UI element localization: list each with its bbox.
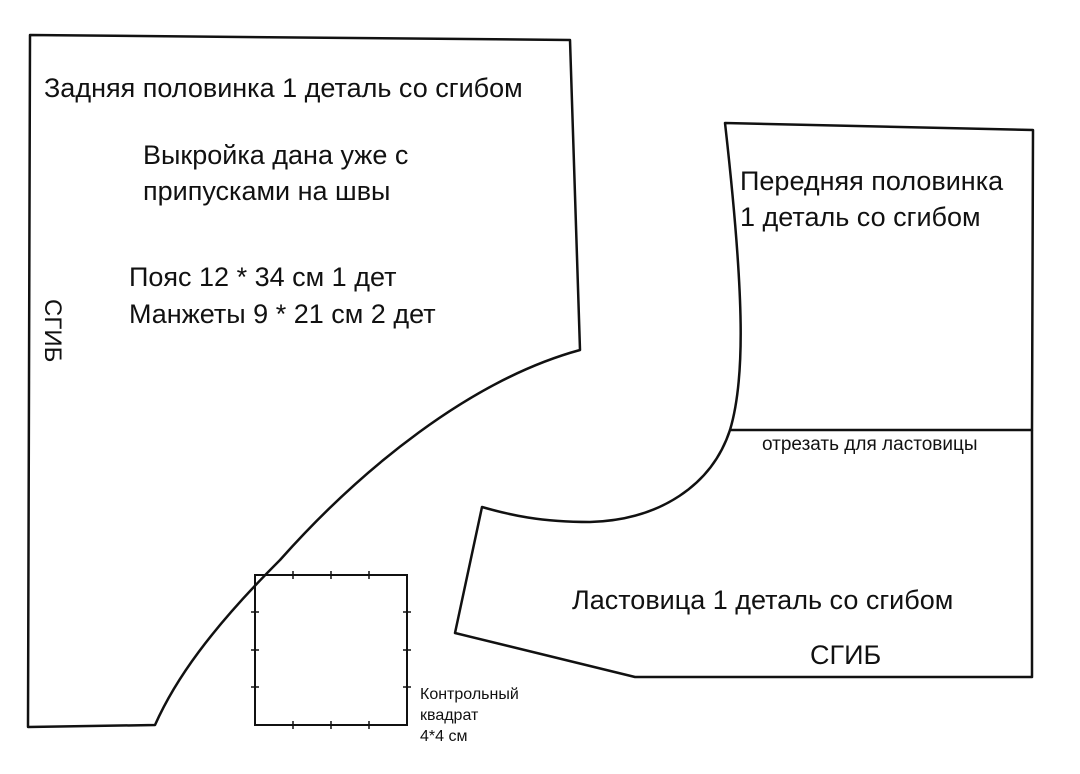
- front-piece-title-line1: Передняя половинка: [740, 166, 1004, 196]
- cuffs-spec: Манжеты 9 * 21 см 2 дет: [129, 299, 436, 329]
- back-piece-outline: [26, 33, 582, 729]
- gusset-title: Ластовица 1 деталь со сгибом: [572, 585, 954, 615]
- back-piece-title: Задняя половинка 1 деталь со сгибом: [44, 73, 523, 103]
- seam-allowance-note-line2: припусками на швы: [143, 176, 391, 206]
- gusset-fold-label: СГИБ: [810, 640, 882, 670]
- gusset-piece-outline: [453, 429, 1034, 679]
- cut-for-gusset-note: отрезать для ластовицы: [762, 434, 978, 455]
- seam-allowance-note-line1: Выкройка дана уже с: [143, 140, 409, 170]
- control-square: [251, 571, 411, 729]
- front-piece-outline: [723, 121, 1035, 432]
- front-piece-title-line2: 1 деталь со сгибом: [740, 202, 981, 232]
- control-square-label-line1: Контрольный: [420, 686, 519, 703]
- belt-spec: Пояс 12 * 34 см 1 дет: [129, 262, 397, 292]
- back-fold-label: СГИБ: [39, 299, 66, 363]
- control-square-label-line3: 4*4 см: [420, 728, 468, 745]
- control-square-label-line2: квадрат: [420, 707, 479, 724]
